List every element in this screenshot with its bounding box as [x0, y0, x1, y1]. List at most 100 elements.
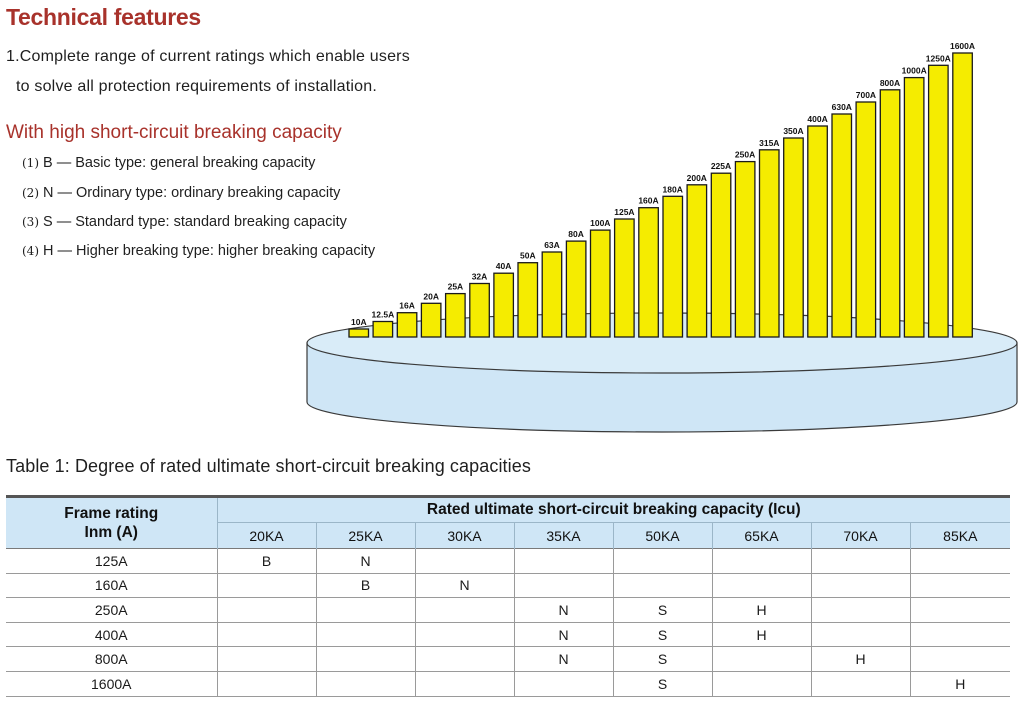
frame-rating-cell: 400A: [6, 622, 218, 648]
bar-1000a: [903, 76, 925, 338]
capacity-cell: [316, 597, 416, 623]
breaking-capacity-table: Frame rating Inm (A) Rated ultimate shor…: [6, 495, 1011, 697]
frame-rating-cell: 800A: [6, 646, 218, 672]
bar-label: 20A: [423, 291, 439, 301]
bar-label: 350A: [783, 126, 803, 136]
current-ratings-chart: 10A12.5A16A20A25A32A40A50A63A80A100A125A…: [306, 41, 1018, 433]
frame-rating-header-line-2: Inm (A): [84, 524, 138, 541]
capacity-cell: B: [316, 573, 416, 599]
type-item-text: H — Higher breaking type: higher breakin…: [43, 243, 376, 259]
capacity-cell: [613, 573, 713, 599]
frame-rating-cell: 125A: [6, 548, 218, 574]
bar-label: 125A: [614, 207, 634, 217]
capacity-cell: [217, 573, 317, 599]
capacity-cell: [811, 548, 911, 574]
capacity-cell: N: [316, 548, 416, 574]
bar-250a: [734, 160, 756, 338]
bar-label: 63A: [544, 240, 560, 250]
feature-1-line-2: to solve all protection requirements of …: [16, 78, 378, 95]
bar-180a: [662, 195, 684, 338]
capacity-cell: [415, 597, 515, 623]
bar-125a: [613, 218, 635, 338]
bar-700a: [855, 101, 877, 338]
capacity-cell: [910, 622, 1011, 648]
capacity-cell: S: [613, 622, 713, 648]
column-header-65ka: 65KA: [712, 522, 812, 549]
bar-label: 12.5A: [372, 310, 395, 320]
bar-label: 1600A: [950, 41, 975, 51]
bar-16a: [396, 312, 418, 338]
bar-label: 100A: [590, 218, 610, 228]
frame-rating-cell: 250A: [6, 597, 218, 623]
type-item-number: (2): [22, 186, 39, 200]
column-header-30ka: 30KA: [415, 522, 515, 549]
type-item-n: (2) N — Ordinary type: ordinary breaking …: [22, 185, 340, 201]
capacity-cell: [316, 671, 416, 697]
capacity-cell: H: [712, 622, 812, 648]
capacity-cell: [415, 622, 515, 648]
capacity-cell: [811, 622, 911, 648]
capacity-cell: [811, 573, 911, 599]
capacity-cell: [217, 622, 317, 648]
capacity-cell: H: [811, 646, 911, 672]
column-header-70ka: 70KA: [811, 522, 911, 549]
capacity-cell: [910, 646, 1011, 672]
capacity-cell: [316, 646, 416, 672]
bar-label: 25A: [448, 282, 464, 292]
capacity-cell: S: [613, 597, 713, 623]
bar-12.5a: [372, 320, 394, 338]
chart-bar-labels: 10A12.5A16A20A25A32A40A50A63A80A100A125A…: [351, 41, 975, 327]
bar-20a: [420, 302, 442, 338]
capacity-cell: [811, 671, 911, 697]
bar-label: 315A: [759, 138, 779, 148]
capacity-cell: [514, 548, 614, 574]
bar-label: 16A: [399, 301, 415, 311]
capacity-cell: [910, 573, 1011, 599]
column-header-85ka: 85KA: [910, 522, 1011, 549]
capacity-cell: [712, 573, 812, 599]
capacity-cell: H: [910, 671, 1011, 697]
bar-80a: [565, 240, 587, 338]
type-item-text: B — Basic type: general breaking capacit…: [43, 155, 316, 171]
bar-label: 630A: [832, 102, 852, 112]
type-item-h: (4)H — Higher breaking type: higher brea…: [22, 243, 375, 259]
chart-bars: [348, 52, 973, 338]
bar-40a: [493, 272, 515, 338]
bar-label: 225A: [711, 161, 731, 171]
bar-63a: [541, 251, 563, 338]
capacity-cell: N: [514, 646, 614, 672]
capacity-cell: S: [613, 646, 713, 672]
type-item-text: N — Ordinary type: ordinary breaking cap…: [43, 185, 341, 201]
capacity-cell: [217, 671, 317, 697]
capacity-cell: [613, 548, 713, 574]
bar-label: 32A: [472, 272, 488, 282]
capacity-cell: [811, 597, 911, 623]
bar-25a: [444, 292, 466, 338]
capacity-cell: [514, 671, 614, 697]
capacity-cell: [910, 548, 1011, 574]
bar-50a: [517, 262, 539, 338]
bar-label: 180A: [663, 184, 683, 194]
capacity-cell: [712, 548, 812, 574]
bar-32a: [469, 282, 490, 338]
column-header-25ka: 25KA: [316, 522, 416, 549]
bar-160a: [638, 207, 659, 338]
frame-rating-header: Frame rating Inm (A): [6, 495, 218, 549]
bar-1600a: [952, 52, 973, 338]
bar-100a: [589, 229, 611, 338]
bar-label: 700A: [856, 90, 876, 100]
column-header-20ka: 20KA: [217, 522, 317, 549]
bar-10a: [348, 328, 370, 338]
capacity-cell: [712, 671, 812, 697]
capacity-cell: [514, 573, 614, 599]
capacity-cell: [712, 646, 812, 672]
bar-350a: [783, 137, 804, 338]
bar-225a: [710, 172, 732, 338]
frame-rating-cell: 160A: [6, 573, 218, 599]
bar-label: 160A: [638, 196, 658, 206]
